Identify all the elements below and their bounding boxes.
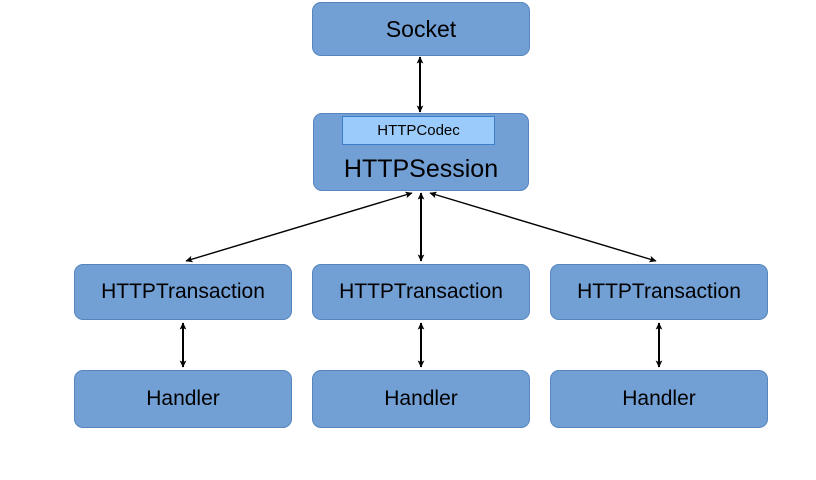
- node-httptransaction-3[interactable]: HTTPTransaction: [550, 264, 768, 320]
- edge-session-transaction-3: [429, 191, 657, 263]
- node-httptransaction-2[interactable]: HTTPTransaction: [312, 264, 530, 320]
- node-handler-2[interactable]: Handler: [312, 370, 530, 428]
- node-handler-1-label: Handler: [146, 386, 220, 410]
- node-handler-3[interactable]: Handler: [550, 370, 768, 428]
- node-httptransaction-3-label: HTTPTransaction: [577, 279, 741, 303]
- edge-session-transaction-1: [185, 191, 413, 263]
- node-httptransaction-1-label: HTTPTransaction: [101, 279, 265, 303]
- node-socket[interactable]: Socket: [312, 2, 530, 56]
- node-httpsession-label: HTTPSession: [343, 154, 499, 183]
- node-httpcodec[interactable]: HTTPCodec: [342, 116, 495, 145]
- node-handler-3-label: Handler: [622, 386, 696, 410]
- node-handler-2-label: Handler: [384, 386, 458, 410]
- node-httpsession[interactable]: HTTPCodec HTTPSession: [313, 113, 529, 191]
- node-httptransaction-2-label: HTTPTransaction: [339, 279, 503, 303]
- node-httpcodec-label: HTTPCodec: [377, 121, 460, 139]
- node-socket-label: Socket: [385, 15, 457, 42]
- node-handler-1[interactable]: Handler: [74, 370, 292, 428]
- node-httptransaction-1[interactable]: HTTPTransaction: [74, 264, 292, 320]
